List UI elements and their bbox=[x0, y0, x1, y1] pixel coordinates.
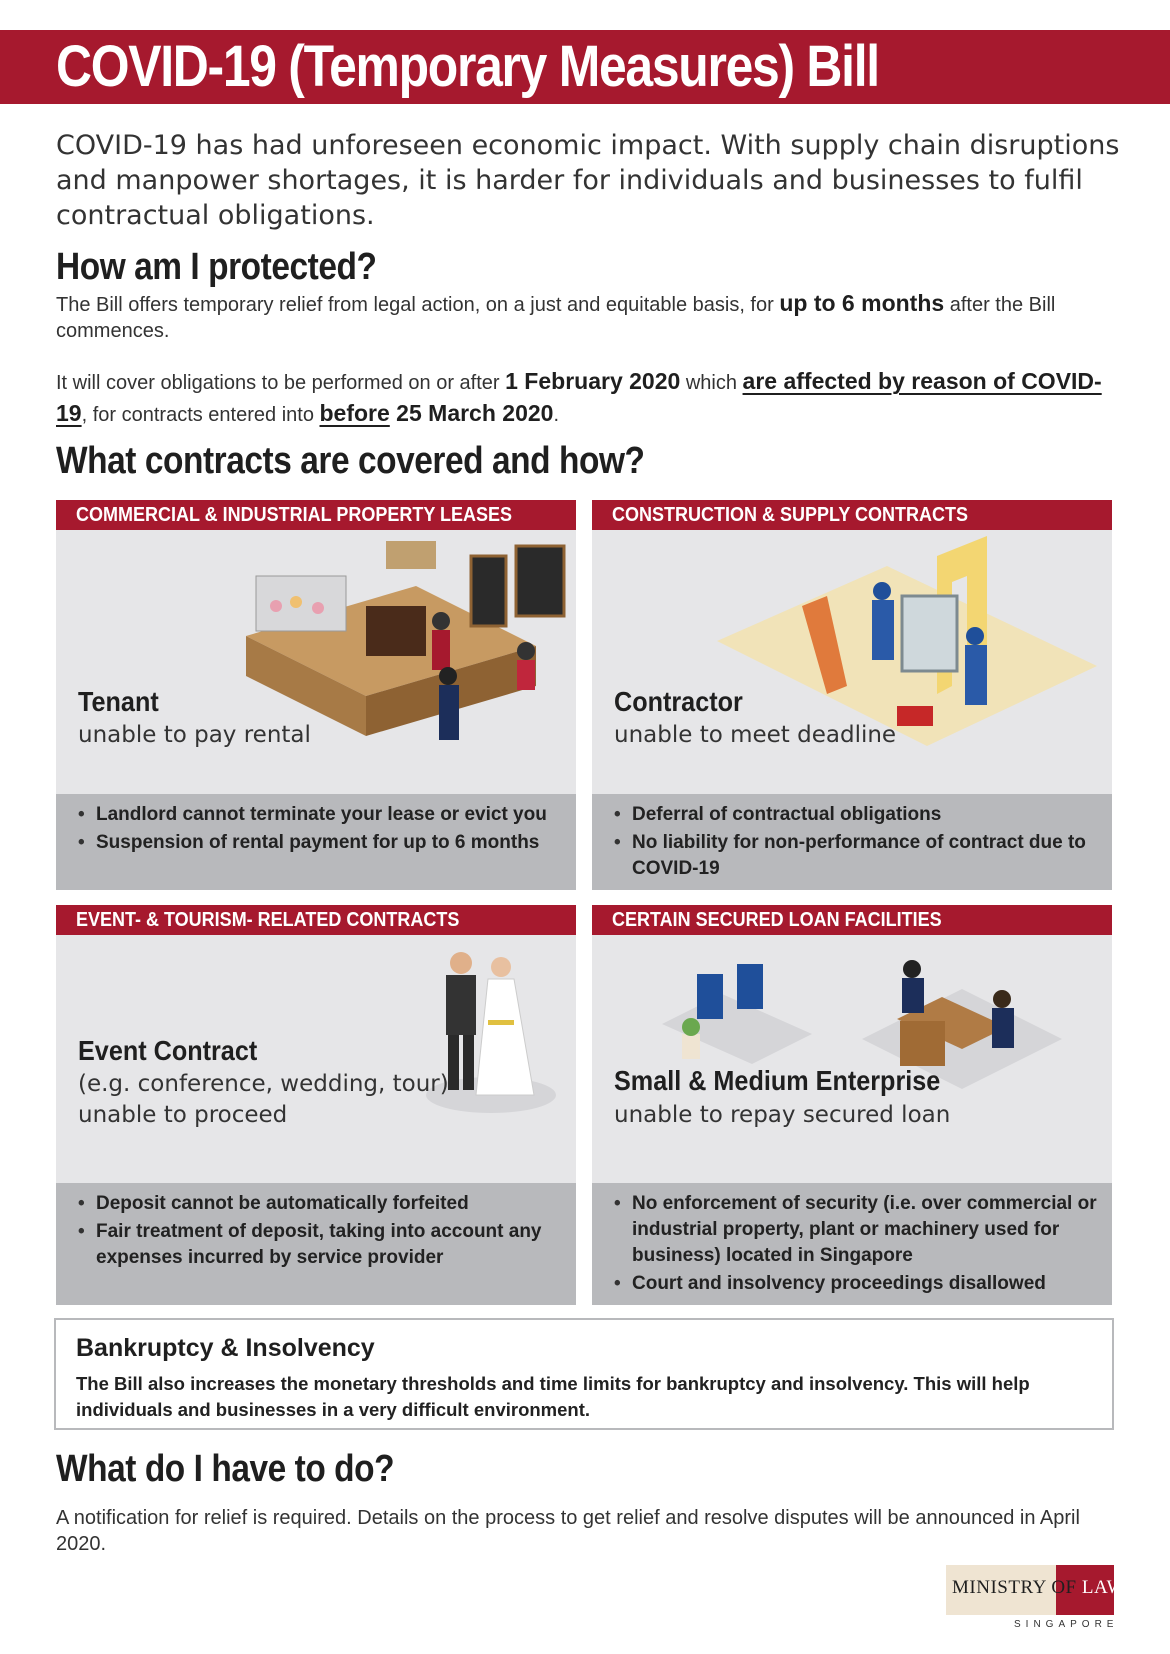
cafe-illustration bbox=[246, 541, 566, 740]
title-bar: COVID-19 (Temporary Measures) Bill bbox=[0, 30, 1170, 104]
card-secured-loans: CERTAIN SECURED LOAN FACILITIES Small & … bbox=[592, 905, 1112, 1305]
card-subtitle-2: unable to proceed bbox=[78, 1102, 288, 1128]
card-subtitle: unable to pay rental bbox=[78, 722, 311, 748]
card-construction: CONSTRUCTION & SUPPLY CONTRACTS Contract… bbox=[592, 500, 1112, 890]
card-subtitle: (e.g. conference, wedding, tour) bbox=[78, 1071, 449, 1097]
bullet-item: Landlord cannot terminate your lease or … bbox=[78, 802, 562, 828]
bullet-item: No enforcement of security (i.e. over co… bbox=[614, 1191, 1098, 1269]
card-header: CERTAIN SECURED LOAN FACILITIES bbox=[592, 905, 1112, 935]
card-property-leases: COMMERCIAL & INDUSTRIAL PROPERTY LEASES … bbox=[56, 500, 576, 890]
page-title: COVID-19 (Temporary Measures) Bill bbox=[56, 34, 880, 99]
card-role: Contractor bbox=[614, 686, 743, 717]
bankruptcy-text: The Bill also increases the monetary thr… bbox=[76, 1373, 1030, 1420]
intro-text: COVID-19 has had unforeseen economic imp… bbox=[56, 130, 1120, 231]
bullet-item: Court and insolvency proceedings disallo… bbox=[614, 1271, 1098, 1297]
bullet-item: Suspension of rental payment for up to 6… bbox=[78, 830, 562, 856]
logo-subtitle: SINGAPORE bbox=[1014, 1619, 1119, 1630]
bullet-item: Deposit cannot be automatically forfeite… bbox=[78, 1191, 562, 1217]
protected-heading: How am I protected? bbox=[56, 246, 377, 288]
todo-heading: What do I have to do? bbox=[56, 1448, 395, 1490]
card-role: Small & Medium Enterprise bbox=[614, 1065, 941, 1096]
logo-red-block bbox=[1056, 1565, 1114, 1615]
card-subtitle: unable to meet deadline bbox=[614, 722, 897, 748]
ministry-logo: MINISTRY OF LAW bbox=[946, 1565, 1126, 1615]
card-event-tourism: EVENT- & TOURISM- RELATED CONTRACTS Even… bbox=[56, 905, 576, 1305]
todo-text: A notification for relief is required. D… bbox=[56, 1507, 1080, 1555]
card-bullets: No enforcement of security (i.e. over co… bbox=[592, 1183, 1112, 1305]
bullet-item: No liability for non-performance of cont… bbox=[614, 830, 1098, 882]
wedding-couple-illustration bbox=[426, 952, 556, 1113]
logo-text: MINISTRY OF LAW bbox=[952, 1577, 1126, 1598]
bankruptcy-title: Bankruptcy & Insolvency bbox=[76, 1334, 375, 1362]
card-bullets: Landlord cannot terminate your lease or … bbox=[56, 794, 576, 890]
card-bullets: Deferral of contractual obligations No l… bbox=[592, 794, 1112, 890]
card-header: COMMERCIAL & INDUSTRIAL PROPERTY LEASES bbox=[56, 500, 576, 530]
card-header: EVENT- & TOURISM- RELATED CONTRACTS bbox=[56, 905, 576, 935]
card-role: Tenant bbox=[78, 686, 159, 717]
bullet-item: Deferral of contractual obligations bbox=[614, 802, 1098, 828]
card-role: Event Contract bbox=[78, 1035, 258, 1066]
bankruptcy-box: Bankruptcy & Insolvency The Bill also in… bbox=[54, 1318, 1114, 1430]
protected-paragraph-1: The Bill offers temporary relief from le… bbox=[56, 290, 1056, 342]
covered-heading: What contracts are covered and how? bbox=[56, 440, 645, 482]
protected-paragraph-2: It will cover obligations to be performe… bbox=[56, 368, 1102, 426]
card-header: CONSTRUCTION & SUPPLY CONTRACTS bbox=[592, 500, 1112, 530]
bullet-item: Fair treatment of deposit, taking into a… bbox=[78, 1219, 562, 1271]
card-bullets: Deposit cannot be automatically forfeite… bbox=[56, 1183, 576, 1305]
office-illustration bbox=[662, 960, 1062, 1089]
construction-illustration bbox=[717, 536, 1097, 746]
card-subtitle: unable to repay secured loan bbox=[614, 1102, 951, 1128]
